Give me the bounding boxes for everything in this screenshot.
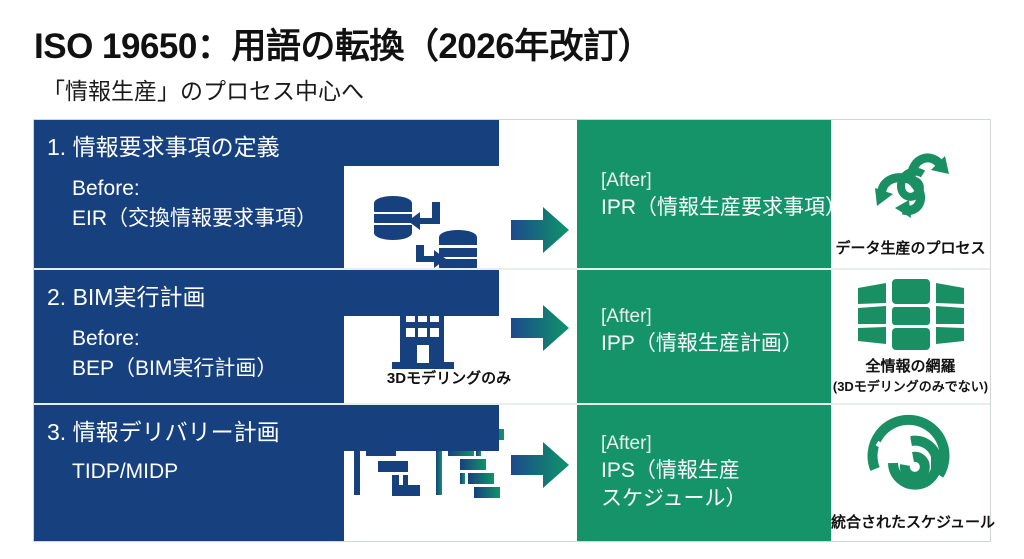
row2-before-label: Before: bbox=[72, 327, 140, 350]
table-row: 1. 情報要求事項の定義 Before: EIR（交換情報要求事項） [Afte… bbox=[34, 120, 990, 274]
row1-before-label: Before: bbox=[72, 177, 140, 200]
row3-result-caption: 統合されたスケジュール bbox=[831, 514, 995, 531]
table-row: 3Dモデリングのみ 2. BIM実行計画 Before: BEP（BIM実行 bbox=[34, 268, 990, 403]
row1-after-label: [After] bbox=[601, 170, 652, 191]
row3-after-label: [After] bbox=[601, 433, 652, 454]
row2-result-caption-secondary: (3Dモデリングのみでない) bbox=[832, 379, 989, 394]
row3-result-panel: 統合されたスケジュール bbox=[831, 405, 995, 541]
swirl-process-icon bbox=[874, 153, 949, 218]
right-arrow-icon bbox=[511, 207, 569, 253]
row2-result-panel: 全情報の網羅 (3Dモデリングのみでない) bbox=[831, 270, 990, 403]
row1-after-value: IPR（情報生産要求事項） bbox=[601, 195, 847, 219]
comparison-table: 1. 情報要求事項の定義 Before: EIR（交換情報要求事項） [Afte… bbox=[33, 119, 995, 542]
row1-header-band: 1. 情報要求事項の定義 bbox=[34, 120, 499, 166]
row2-after-text: [After] IPP（情報生産計画） bbox=[601, 304, 803, 358]
table-row: 3. 情報デリバリー計画 TIDP/MIDP [After] IPS（情報生産 … bbox=[34, 403, 995, 541]
row2-middle-caption: 3Dモデリングのみ bbox=[386, 370, 512, 387]
panel-grid-icon bbox=[857, 279, 964, 350]
row3-after-text: [After] IPS（情報生産 スケジュール） bbox=[601, 431, 747, 513]
row3-before-value: TIDP/MIDP bbox=[72, 460, 179, 483]
row1-after-panel: [After] IPR（情報生産要求事項） bbox=[577, 120, 846, 268]
row3-after-value: IPS（情報生産 bbox=[601, 458, 740, 482]
row1-result-panel: データ生産のプロセス bbox=[831, 120, 990, 268]
page-subtitle: 「情報生産」のプロセス中心へ bbox=[42, 78, 364, 104]
row1-before-value: EIR（交換情報要求事項） bbox=[72, 206, 318, 230]
database-exchange-icon bbox=[374, 196, 477, 274]
row2-before-value: BEP（BIM実行計画） bbox=[72, 356, 278, 380]
row3-header-label: 3. 情報デリバリー計画 bbox=[47, 419, 280, 445]
row1-header-label: 1. 情報要求事項の定義 bbox=[47, 134, 280, 160]
page-title: ISO 19650：用語の転換（2026年改訂） bbox=[34, 27, 653, 66]
row1-result-caption: データ生産のプロセス bbox=[835, 240, 986, 257]
row1-middle-icon-area bbox=[344, 166, 577, 274]
right-arrow-icon bbox=[511, 305, 569, 351]
right-arrow-icon bbox=[511, 442, 569, 488]
row1-after-text: [After] IPR（情報生産要求事項） bbox=[601, 168, 846, 222]
row3-before-text: TIDP/MIDP bbox=[72, 457, 178, 487]
spiral-arrow-icon bbox=[867, 414, 950, 490]
row2-header-band: 2. BIM実行計画 bbox=[34, 270, 499, 316]
row3-after-value-line2: スケジュール） bbox=[601, 486, 747, 510]
row2-before-text: Before: BEP（BIM実行計画） bbox=[72, 324, 277, 384]
row3-header-band: 3. 情報デリバリー計画 bbox=[34, 405, 499, 451]
row2-after-value: IPP（情報生産計画） bbox=[601, 331, 803, 355]
row3-after-panel: [After] IPS（情報生産 スケジュール） bbox=[577, 405, 831, 541]
row2-after-label: [After] bbox=[601, 306, 652, 327]
row2-result-caption: 全情報の網羅 bbox=[865, 358, 956, 375]
row2-header-label: 2. BIM実行計画 bbox=[47, 284, 206, 310]
row2-after-panel: [After] IPP（情報生産計画） bbox=[577, 270, 831, 403]
row1-before-text: Before: EIR（交換情報要求事項） bbox=[72, 174, 317, 234]
